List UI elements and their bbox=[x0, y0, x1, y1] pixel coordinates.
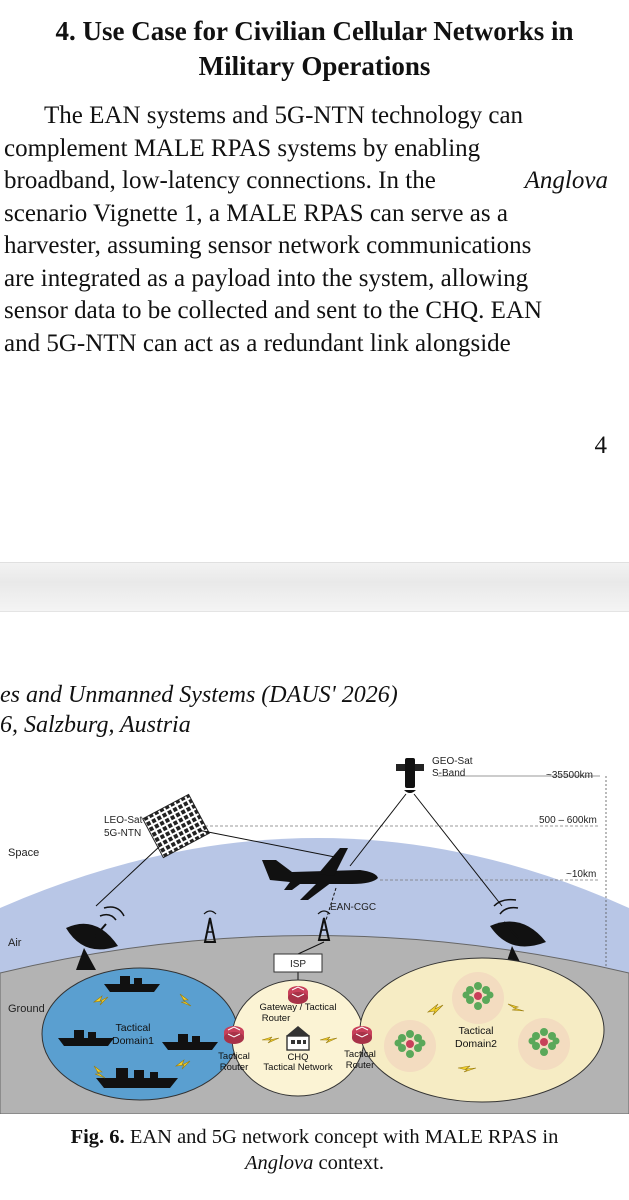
tactical-domain1-label-b: Domain1 bbox=[112, 1035, 154, 1047]
leo-sat-label: LEO-Sat bbox=[104, 815, 143, 826]
caption-line-2: Anglova context. bbox=[0, 1150, 629, 1176]
paragraph-line-7: sensor data to be collected and sent to … bbox=[4, 297, 543, 324]
cell-tower-icon-center bbox=[317, 910, 331, 941]
paragraph-line-6: are integrated as a payload into the sys… bbox=[4, 264, 529, 292]
link-leo-left-dish bbox=[95, 845, 161, 907]
page-top: 4. Use Case for Civilian Cellular Networ… bbox=[0, 0, 629, 562]
paragraph-line-4: scenario Vignette 1, a MALE RPAS can ser… bbox=[4, 199, 508, 227]
running-header-line-2: 6, Salzburg, Austria bbox=[0, 712, 191, 738]
tactical-network-label: Tactical Network bbox=[263, 1062, 332, 1073]
link-rpas-ean bbox=[325, 887, 337, 921]
lightning-icon-5 bbox=[261, 1036, 280, 1044]
page-number: 4 bbox=[594, 432, 608, 459]
tactical-router-right-label-b: Router bbox=[346, 1060, 375, 1071]
lightning-icon-8 bbox=[507, 1003, 525, 1012]
heading-line-1: 4. Use Case for Civilian Cellular Networ… bbox=[55, 16, 574, 46]
paragraph-line-5: harvester, assuming sensor network commu… bbox=[4, 232, 532, 259]
tactical-router-left-label-b: Router bbox=[220, 1062, 249, 1073]
caption-italic: Anglova bbox=[245, 1152, 314, 1174]
altitude-label-leo: 500 – 600km bbox=[539, 815, 597, 826]
gateway-label-a: Gateway / Tactical bbox=[260, 1002, 337, 1013]
body-paragraph: The EAN systems and 5G-NTN technology ca… bbox=[4, 100, 608, 360]
sensor-cluster-icon-3 bbox=[518, 1018, 570, 1070]
ship-icon-2 bbox=[58, 1030, 114, 1046]
ship-icon-1 bbox=[104, 976, 160, 992]
lightning-icon-6 bbox=[319, 1036, 338, 1044]
tactical-domain1-label-a: Tactical bbox=[115, 1022, 150, 1034]
section-heading: 4. Use Case for Civilian Cellular Networ… bbox=[0, 14, 629, 84]
caption-text-1: EAN and 5G network concept with MALE RPA… bbox=[129, 1126, 559, 1148]
male-rpas-aircraft-icon bbox=[262, 848, 378, 900]
tactical-router-right-label-a: Tactical bbox=[344, 1049, 376, 1060]
figure-caption: Fig. 6. EAN and 5G network concept with … bbox=[0, 1124, 629, 1176]
network-concept-figure: ~35500km 500 – 600km ~10km Space Air Gro… bbox=[0, 748, 629, 1114]
altitude-label-air: ~10km bbox=[566, 869, 596, 880]
lightning-icon-1 bbox=[92, 995, 109, 1006]
s-band-label: S-Band bbox=[432, 768, 465, 779]
link-geo-rpas bbox=[349, 793, 407, 867]
tactical-domain2-label-a: Tactical bbox=[458, 1025, 493, 1037]
lightning-icon-9 bbox=[457, 1065, 477, 1073]
cell-tower-icon-left bbox=[203, 910, 217, 943]
leo-ntn-label: 5G-NTN bbox=[104, 828, 141, 839]
ship-icon-4 bbox=[96, 1068, 178, 1088]
layer-label-air: Air bbox=[8, 937, 22, 949]
satellite-dish-icon-left bbox=[66, 906, 125, 970]
caption-label: Fig. 6. bbox=[70, 1126, 125, 1148]
paragraph-line-3: broadband, low-latency connections. In t… bbox=[4, 165, 608, 198]
paragraph-line-2: complement MALE RPAS systems by enabling bbox=[4, 134, 481, 162]
tactical-router-left-label-a: Tactical bbox=[218, 1051, 250, 1062]
network-diagram: ~35500km 500 – 600km ~10km Space Air Gro… bbox=[0, 756, 629, 1114]
lightning-icon-4 bbox=[174, 1059, 191, 1070]
paragraph-line-8: and 5G-NTN can act as a redundant link a… bbox=[4, 329, 511, 357]
running-header-line-1: es and Unmanned Systems (DAUS' 2026) bbox=[0, 682, 398, 708]
lightning-icon-3 bbox=[93, 1065, 106, 1079]
router-icon-left bbox=[224, 1026, 244, 1044]
isp-label: ISP bbox=[290, 959, 306, 970]
paragraph-line-1: The EAN systems and 5G-NTN technology ca… bbox=[44, 102, 524, 129]
link-geo-right-dish bbox=[413, 793, 503, 907]
leo-satellite-icon bbox=[142, 793, 210, 859]
lightning-icon-7 bbox=[426, 1003, 444, 1016]
link-leo-rpas bbox=[197, 829, 341, 859]
caption-text-2: context. bbox=[318, 1152, 384, 1174]
running-header: es and Unmanned Systems (DAUS' 2026) 6, … bbox=[0, 680, 629, 740]
sensor-cluster-icon-2 bbox=[384, 1020, 436, 1072]
anglova-italic: Anglova bbox=[524, 167, 608, 194]
chq-label: CHQ bbox=[287, 1052, 308, 1063]
geo-satellite-icon bbox=[396, 758, 424, 793]
caption-line-1: Fig. 6. EAN and 5G network concept with … bbox=[0, 1124, 629, 1150]
router-icon-gateway bbox=[288, 986, 308, 1004]
ean-cgc-label: EAN-CGC bbox=[330, 902, 376, 913]
page-separator bbox=[0, 562, 629, 612]
sensor-cluster-icon-1 bbox=[452, 972, 504, 1024]
altitude-label-geo: ~35500km bbox=[546, 770, 593, 781]
layer-label-ground: Ground bbox=[8, 1003, 45, 1015]
tactical-domain2-label-b: Domain2 bbox=[455, 1038, 497, 1050]
heading-line-2: Military Operations bbox=[198, 51, 431, 81]
gateway-label-b: Router bbox=[262, 1013, 291, 1024]
router-icon-right bbox=[352, 1026, 372, 1044]
layer-label-space: Space bbox=[8, 847, 39, 859]
chq-building-icon bbox=[286, 1026, 310, 1051]
lightning-icon-2 bbox=[179, 993, 192, 1007]
isp-box bbox=[273, 953, 323, 973]
geo-sat-label: GEO-Sat bbox=[432, 756, 473, 767]
ship-icon-3 bbox=[162, 1034, 218, 1050]
